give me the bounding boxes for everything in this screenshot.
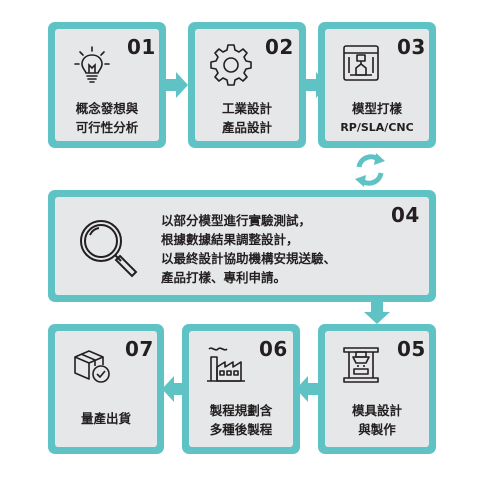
step-04-card: 04 以部分模型進行實驗測試， 根據數據結果調整設計， 以最終設計協助機構安規送… (48, 190, 436, 302)
step-number: 03 (397, 35, 426, 59)
step-05-card: 05 模具設計與製作 (318, 324, 436, 454)
step-number: 04 (391, 203, 420, 227)
step-02-card: 02 工業設計產品設計 (188, 22, 306, 148)
gear-icon (210, 44, 252, 86)
arrow-down (364, 302, 390, 324)
arrow-left (162, 376, 184, 402)
cycle-icon (355, 153, 385, 187)
step-01-card: 01 概念發想與可行性分析 (48, 22, 166, 148)
3d-printer-icon (343, 45, 379, 81)
shipping-box-icon (74, 350, 110, 383)
step-number: 05 (397, 337, 426, 361)
arrow-left (296, 376, 318, 402)
magnifier-icon (80, 220, 138, 278)
arrow-right (306, 72, 328, 98)
lightbulb-icon (74, 46, 110, 83)
step-label: 工業設計產品設計 (221, 101, 272, 135)
step-description: 以部分模型進行實驗測試， 根據數據結果調整設計， 以最終設計協助機構安規送驗、 … (161, 213, 337, 285)
step-label: 模具設計與製作 (351, 403, 402, 437)
step-number: 02 (265, 35, 294, 59)
step-label: 量產出貨 (80, 411, 131, 426)
step-07-card: 07 量產出貨 (48, 324, 164, 454)
arrow-right (166, 72, 188, 98)
mold-press-icon (343, 347, 379, 383)
step-number: 01 (127, 35, 156, 59)
step-label: 概念發想與可行性分析 (75, 101, 139, 135)
step-number: 07 (125, 337, 154, 361)
factory-icon (207, 347, 245, 382)
step-number: 06 (259, 337, 288, 361)
step-label: 製程規劃含多種後製程 (209, 403, 273, 437)
step-06-card: 06 製程規劃含多種後製程 (182, 324, 300, 454)
